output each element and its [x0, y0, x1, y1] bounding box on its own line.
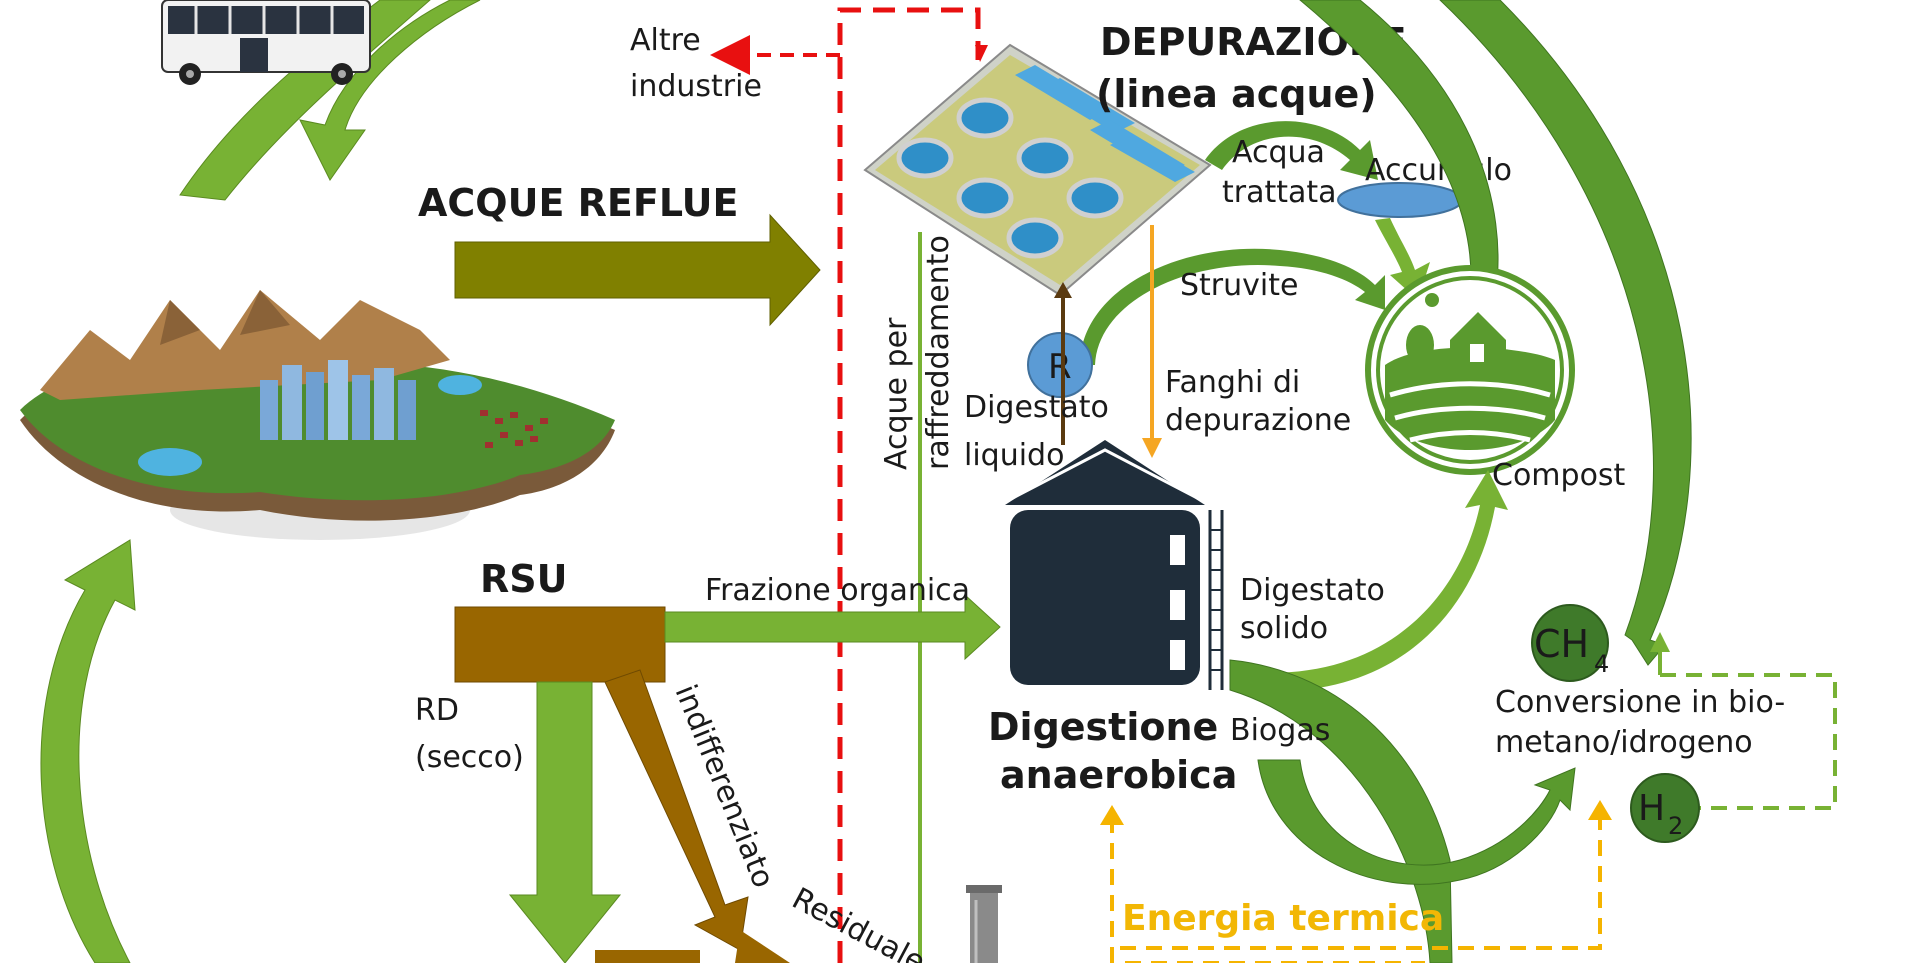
bus-icon [161, 0, 371, 85]
fanghi-depurazione-arrow [1142, 225, 1162, 458]
return-to-city-arrow [40, 539, 136, 963]
indifferenziato-arrow [595, 669, 790, 963]
digestato-liquido-arrow [1054, 282, 1072, 445]
acque-raffreddamento-line2: raffreddamento [921, 235, 956, 470]
red-dashed-boundary [710, 7, 988, 963]
acqua-trattata-line1: Acqua [1232, 135, 1325, 170]
rsu-label: RSU [480, 557, 568, 601]
r-recovery-marker [1027, 332, 1093, 398]
accumulo-storage [1337, 182, 1463, 218]
depuration-plant-illustration [863, 43, 1212, 297]
conversion-to-top-arrow [1439, 0, 1692, 666]
residuale-label: Residuale [786, 881, 931, 963]
digestato-liquido-line2: liquido [964, 438, 1064, 473]
farm-badge-icon [1365, 265, 1575, 475]
compost-arrow [1230, 470, 1508, 692]
rsu-block [454, 606, 666, 683]
energia-termica-dashed [1100, 800, 1612, 963]
digestato-solido-line2: solido [1240, 611, 1328, 646]
conversione-line2: metano/idrogeno [1495, 725, 1753, 760]
conversione-line1: Conversione in bio- [1495, 685, 1785, 720]
altre-industrie-line2: industrie [630, 69, 762, 104]
frazione-organica-label: Frazione organica [705, 573, 970, 608]
h2-marker: H 2 [1630, 773, 1700, 843]
biogas-label: Biogas [1230, 713, 1330, 748]
digester-tank-icon [1004, 440, 1224, 690]
acque-reflue-arrow [454, 213, 821, 327]
digestione-title-line2: anaerobica [1000, 753, 1237, 797]
rd-secco-arrow [508, 681, 622, 963]
struvite-arrow [1080, 248, 1385, 365]
energia-termica-label: Energia termica [1122, 898, 1444, 939]
r-marker-label: R [1048, 347, 1072, 387]
digestione-title-line1: Digestione [988, 705, 1218, 749]
biogas-arrow [1257, 759, 1576, 885]
h2-base: H [1638, 788, 1665, 829]
rd-secco-line2: (secco) [415, 740, 524, 775]
ch4-base: CH [1534, 622, 1589, 666]
acque-reflue-label: ACQUE REFLUE [418, 181, 739, 225]
ch4-marker: CH 4 [1531, 604, 1609, 682]
ch4-sub: 4 [1594, 650, 1609, 678]
digestato-solido-arrow [1229, 659, 1453, 963]
struvite-label: Struvite [1180, 268, 1298, 303]
acqua-trattata-arrow [1205, 121, 1378, 180]
indifferenziato-label: indifferenziato [668, 680, 781, 893]
h2-sub: 2 [1668, 812, 1683, 840]
fanghi-line1: Fanghi di [1165, 365, 1300, 400]
city-landscape-illustration [20, 290, 615, 540]
bus-to-city-arrow [299, 0, 481, 181]
altre-industrie-line1: Altre [630, 23, 701, 58]
acqua-trattata-line2: trattata [1222, 175, 1337, 210]
frazione-organica-arrow [664, 593, 1001, 661]
digestato-liquido-line1: Digestato [964, 390, 1109, 425]
depurazione-title-line2: (linea acque) [1096, 72, 1377, 116]
conversion-loop-dashed [1650, 632, 1837, 810]
compost-label: Compost [1492, 458, 1626, 493]
acque-raffreddamento-line1: Acque per [879, 317, 914, 470]
rd-secco-line1: RD [415, 693, 459, 728]
accumulo-to-farm-arrow [1375, 218, 1430, 300]
fanghi-line2: depurazione [1165, 403, 1351, 438]
chimney-icon [966, 885, 1002, 963]
digestato-solido-line1: Digestato [1240, 573, 1385, 608]
